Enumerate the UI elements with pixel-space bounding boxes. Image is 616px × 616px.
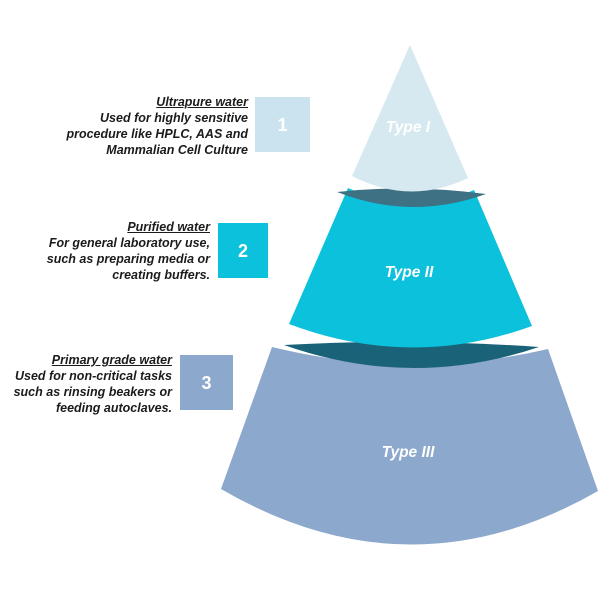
badge-1-number: 1 bbox=[277, 115, 287, 135]
note-line: Mammalian Cell Culture bbox=[106, 143, 248, 157]
note-line: For general laboratory use, bbox=[48, 236, 210, 250]
cone-label-type-i: Type I bbox=[386, 119, 431, 136]
cone-segment-type-iii bbox=[221, 347, 598, 545]
note-heading: Ultrapure water bbox=[156, 95, 248, 109]
note-line: Used for highly sensitive bbox=[100, 111, 248, 125]
shadow-band-2 bbox=[284, 341, 539, 369]
note-line: feeding autoclaves. bbox=[55, 401, 172, 415]
note-line: procedure like HPLC, AAS and bbox=[66, 127, 248, 141]
cone-segment-type-i bbox=[352, 45, 468, 192]
note-purified-water: Purified water For general laboratory us… bbox=[0, 219, 210, 283]
cone-segment-type-ii bbox=[289, 188, 532, 348]
cone-label-type-iii: Type III bbox=[382, 444, 436, 461]
note-line: such as preparing media or bbox=[46, 252, 210, 266]
note-line: such as rinsing beakers or bbox=[13, 385, 172, 399]
badge-2-number: 2 bbox=[238, 241, 248, 261]
badge-3-number: 3 bbox=[201, 373, 211, 393]
shadow-band-1 bbox=[337, 188, 486, 208]
note-line: creating buffers. bbox=[112, 268, 210, 282]
badge-1 bbox=[255, 97, 310, 152]
note-ultrapure-water: Ultrapure water Used for highly sensitiv… bbox=[33, 94, 248, 158]
note-heading: Purified water bbox=[127, 220, 210, 234]
cone-label-type-ii: Type II bbox=[385, 264, 434, 281]
note-line: Used for non-critical tasks bbox=[15, 369, 172, 383]
badge-2 bbox=[218, 223, 268, 278]
note-heading: Primary grade water bbox=[51, 353, 172, 367]
note-primary-grade-water: Primary grade water Used for non-critica… bbox=[0, 352, 172, 416]
badge-3 bbox=[180, 355, 233, 410]
